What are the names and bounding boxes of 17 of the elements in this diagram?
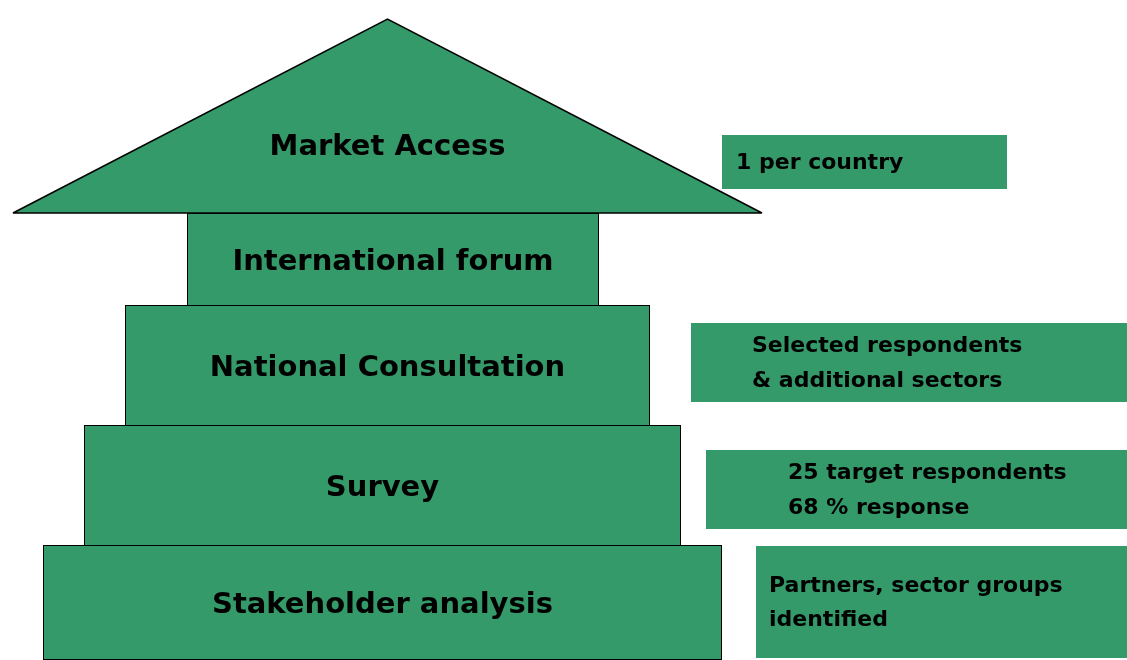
pyramid-tier xyxy=(84,425,681,546)
info-box xyxy=(706,450,1127,529)
pyramid-tier xyxy=(187,213,599,306)
info-box xyxy=(722,135,1007,189)
pyramid-tier xyxy=(43,545,722,660)
tier-label: Stakeholder analysis xyxy=(212,585,553,620)
info-text: 1 per country xyxy=(736,147,904,176)
pyramid-tier xyxy=(125,305,650,426)
tier-label: National Consultation xyxy=(209,348,566,383)
tier-label: International forum xyxy=(232,242,554,277)
tier-label: Market Access xyxy=(269,128,506,162)
info-text: 25 target respondents 68 % response xyxy=(788,458,1068,521)
info-box xyxy=(691,323,1127,402)
info-text: Partners, sector groups identified xyxy=(769,570,1064,633)
tier-label: Survey xyxy=(325,468,440,503)
info-text: Selected respondents & additional sectors xyxy=(752,331,1024,394)
info-box xyxy=(756,546,1127,658)
